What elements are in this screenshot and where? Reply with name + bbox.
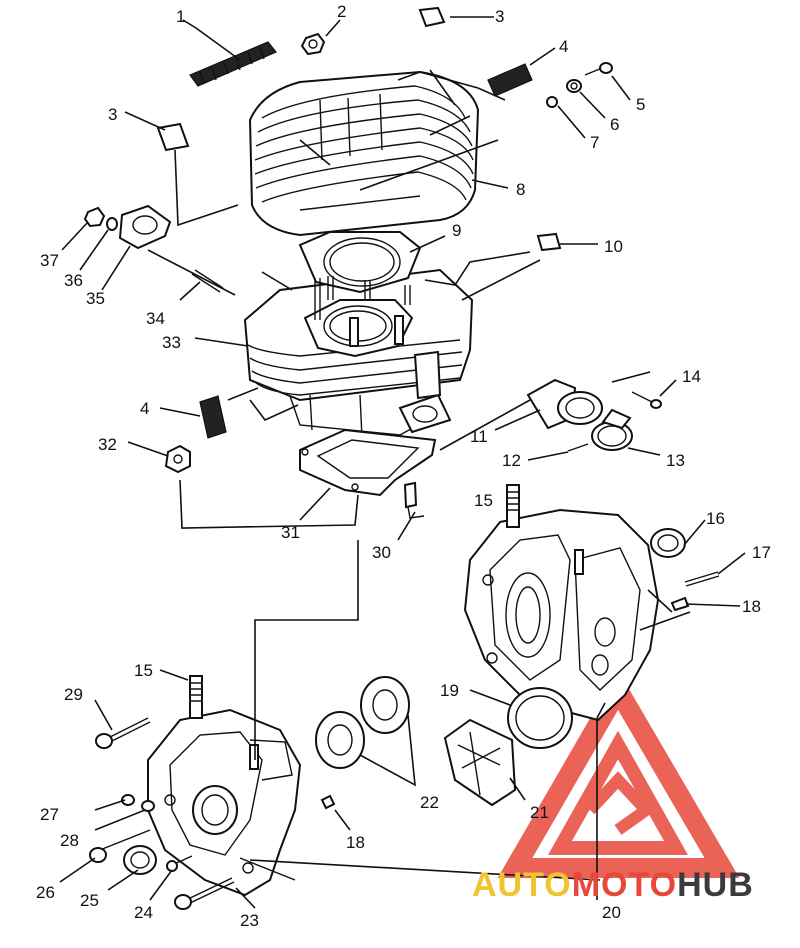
callout-3: 3	[495, 7, 504, 26]
callout-29: 29	[64, 685, 83, 704]
cover-gasket	[507, 687, 573, 749]
callout-31: 31	[281, 523, 300, 542]
cylinder-head	[248, 70, 480, 237]
callout-18: 18	[742, 597, 761, 616]
callout-27: 27	[40, 805, 59, 824]
bearings	[315, 676, 410, 769]
callout-20: 20	[602, 903, 621, 922]
right-crankcase	[463, 508, 660, 722]
callout-18-lower: 18	[346, 833, 365, 852]
watermark-moto: MOTO	[572, 866, 677, 904]
callout-7: 7	[590, 133, 599, 152]
callout-14: 14	[682, 367, 701, 386]
callout-8: 8	[516, 180, 525, 199]
callout-16: 16	[706, 509, 725, 528]
intake-manifold	[526, 378, 633, 451]
callout-3-left: 3	[108, 105, 117, 124]
seal	[650, 528, 686, 558]
crank-seal	[123, 845, 157, 875]
callout-10: 10	[604, 237, 623, 256]
callout-23: 23	[240, 911, 259, 930]
callout-32: 32	[98, 435, 117, 454]
callout-37: 37	[40, 251, 59, 270]
callout-15: 15	[474, 491, 493, 510]
callout-12: 12	[502, 451, 521, 470]
callout-33: 33	[162, 333, 181, 352]
callout-35: 35	[86, 289, 105, 308]
callout-34: 34	[146, 309, 165, 328]
callout-6: 6	[610, 115, 619, 134]
watermark-logo-icon	[497, 670, 740, 878]
callout-5: 5	[636, 95, 645, 114]
callout-4: 4	[559, 37, 568, 56]
callout-4-middle: 4	[140, 399, 149, 418]
cylinder-block	[243, 231, 474, 439]
callout-1: 1	[176, 7, 185, 26]
callout-13: 13	[666, 451, 685, 470]
callout-9: 9	[452, 221, 461, 240]
callout-17: 17	[752, 543, 771, 562]
callout-28: 28	[60, 831, 79, 850]
callout-24: 24	[134, 903, 153, 922]
callout-22: 22	[420, 793, 439, 812]
leader-lines	[59, 16, 746, 909]
watermark: AUTOMOTOHUB	[472, 866, 754, 904]
callout-15-lower: 15	[134, 661, 153, 680]
callout-2: 2	[337, 2, 346, 21]
side-cover	[443, 718, 517, 807]
callout-30: 30	[372, 543, 391, 562]
callout-36: 36	[64, 271, 83, 290]
callout-labels: 1 2 3 4 5 3 6 7 8 37 36 35 9 10 34 33 14…	[36, 2, 771, 930]
callout-21: 21	[530, 803, 549, 822]
watermark-hub: HUB	[677, 866, 754, 904]
callout-26: 26	[36, 883, 55, 902]
callout-25: 25	[80, 891, 99, 910]
left-crankcase	[147, 708, 302, 897]
base-gasket	[299, 428, 437, 497]
watermark-text: AUTOMOTOHUB	[472, 866, 754, 904]
watermark-auto: AUTO	[472, 866, 572, 904]
callout-19: 19	[440, 681, 459, 700]
callout-11: 11	[470, 427, 488, 446]
